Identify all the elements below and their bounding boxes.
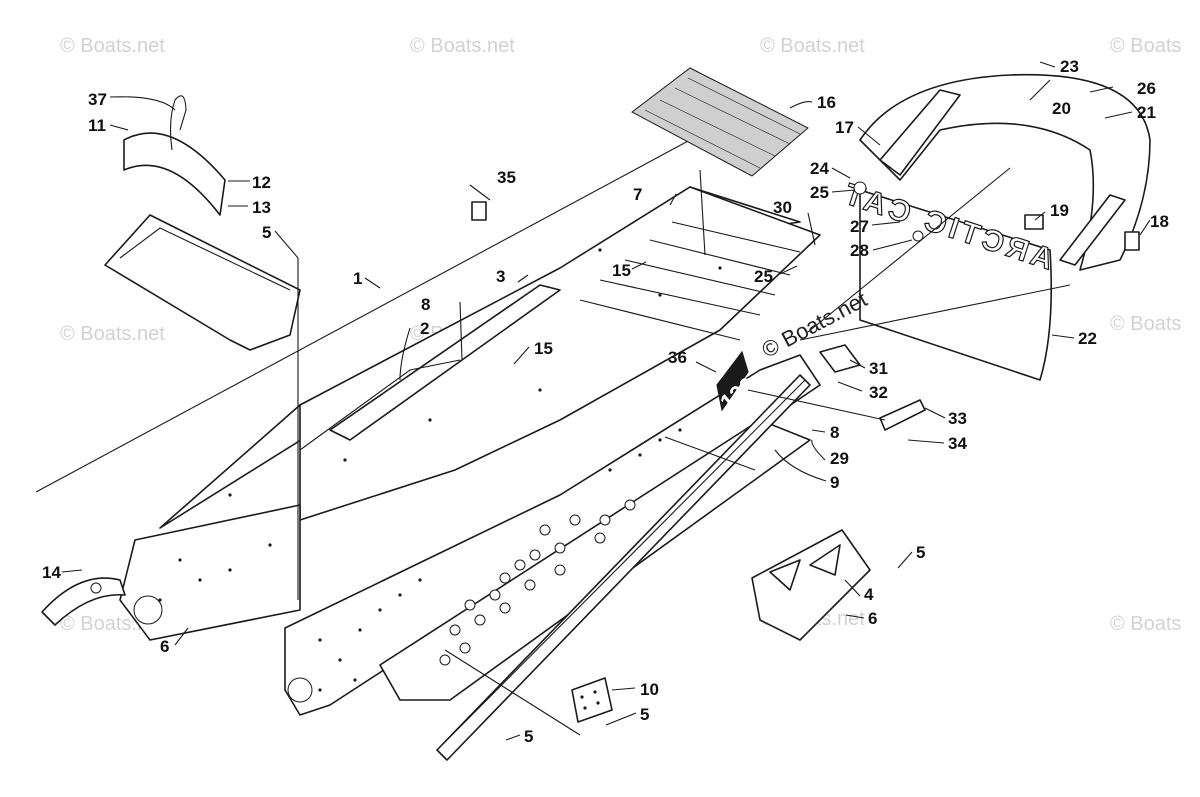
callout-31: 31 <box>869 359 888 378</box>
bracket-31 <box>819 344 861 373</box>
grip-pad <box>631 67 809 177</box>
cover-panel <box>123 132 226 216</box>
right-brackets <box>819 344 926 431</box>
footrest-cutout <box>809 544 841 576</box>
callout-15: 15 <box>534 339 553 358</box>
callout-36: 36 <box>668 348 687 367</box>
callout-5: 5 <box>640 705 649 724</box>
callout-25: 25 <box>810 183 829 202</box>
callout-18: 18 <box>1150 212 1169 231</box>
callout-14: 14 <box>42 563 61 582</box>
callout-labels: 37 11 12 13 5 1 35 3 8 2 15 15 7 16 30 2… <box>42 57 1169 746</box>
watermark-text: © Boats <box>1110 613 1181 635</box>
plate-10 <box>571 677 613 723</box>
callout-5: 5 <box>262 223 271 242</box>
callout-1: 1 <box>353 269 362 288</box>
callout-5: 5 <box>916 543 925 562</box>
plate-33 <box>879 399 926 431</box>
strap-hook <box>169 95 187 151</box>
mounting-plate <box>104 214 301 351</box>
callout-9: 9 <box>830 473 839 492</box>
small-plate <box>571 677 613 723</box>
deck-ribs <box>579 221 801 341</box>
callout-35: 35 <box>497 168 516 187</box>
callout-12: 12 <box>252 173 271 192</box>
watermark-text: © Boats.net <box>410 35 515 57</box>
callout-32: 32 <box>869 383 888 402</box>
tunnel-outline-line <box>35 139 691 493</box>
rail-strip <box>436 374 811 761</box>
left-side-cutout <box>133 595 163 625</box>
left-bumper-bracket <box>41 577 126 626</box>
watermark-text: © Boats.net <box>760 35 865 57</box>
callout-8: 8 <box>830 423 839 442</box>
callout-13: 13 <box>252 198 271 217</box>
snow-flap-pad <box>631 67 809 177</box>
footrest-cutout <box>769 559 801 591</box>
callout-2: 2 <box>420 319 429 338</box>
bumper-left-grip <box>879 89 961 176</box>
callout-33: 33 <box>948 409 967 428</box>
callout-22: 22 <box>1078 329 1097 348</box>
rear-flap <box>859 189 1053 381</box>
rear-bumper-assembly: ARCTIC CAT <box>836 73 1151 381</box>
watermark-text: © Boats.net <box>60 35 165 57</box>
callout-20: 20 <box>1052 99 1071 118</box>
callout-28: 28 <box>850 241 869 260</box>
footrest-bracket <box>751 529 871 641</box>
callout-25: 25 <box>754 267 773 286</box>
watermark-text: © Boats <box>1110 35 1181 57</box>
callout-27: 27 <box>850 217 869 236</box>
tunnel-rear-deck <box>299 186 821 521</box>
callout-10: 10 <box>640 680 659 699</box>
right-side-cutout <box>287 677 313 703</box>
bolt <box>853 181 867 195</box>
callout-6: 6 <box>868 609 877 628</box>
callout-19: 19 <box>1050 201 1069 220</box>
callout-8: 8 <box>421 295 430 314</box>
side-rail-strip <box>436 374 811 761</box>
callout-5: 5 <box>524 727 533 746</box>
callout-34: 34 <box>948 434 967 453</box>
callout-26: 26 <box>1137 79 1156 98</box>
callout-21: 21 <box>1137 103 1156 122</box>
watermark-text: © Boats <box>1110 313 1181 335</box>
footrest-plate <box>751 529 871 641</box>
boats-net-watermark: © Boats.net <box>758 286 872 362</box>
bracket-arm <box>41 577 126 626</box>
callout-17: 17 <box>835 118 854 137</box>
clip <box>1124 231 1140 251</box>
rivet-holes <box>439 499 636 666</box>
callout-3: 3 <box>496 267 505 286</box>
callout-15: 15 <box>612 261 631 280</box>
callout-24: 24 <box>810 159 829 178</box>
callout-23: 23 <box>1060 57 1079 76</box>
rear-cover-parts <box>104 95 301 351</box>
callout-11: 11 <box>88 116 106 135</box>
leader-lines <box>61 61 1151 741</box>
heat-exchanger <box>299 284 561 451</box>
callout-16: 16 <box>817 93 836 112</box>
clip <box>1024 214 1044 230</box>
callout-29: 29 <box>830 449 849 468</box>
bolt <box>912 230 924 242</box>
callout-7: 7 <box>633 185 642 204</box>
callout-6: 6 <box>160 637 169 656</box>
bumper-right-grip <box>1059 194 1126 266</box>
watermark-text: © Boats.net <box>60 323 165 345</box>
callout-37: 37 <box>88 90 107 109</box>
callout-4: 4 <box>864 585 874 604</box>
label-35 <box>471 201 487 221</box>
callout-30: 30 <box>773 198 792 217</box>
